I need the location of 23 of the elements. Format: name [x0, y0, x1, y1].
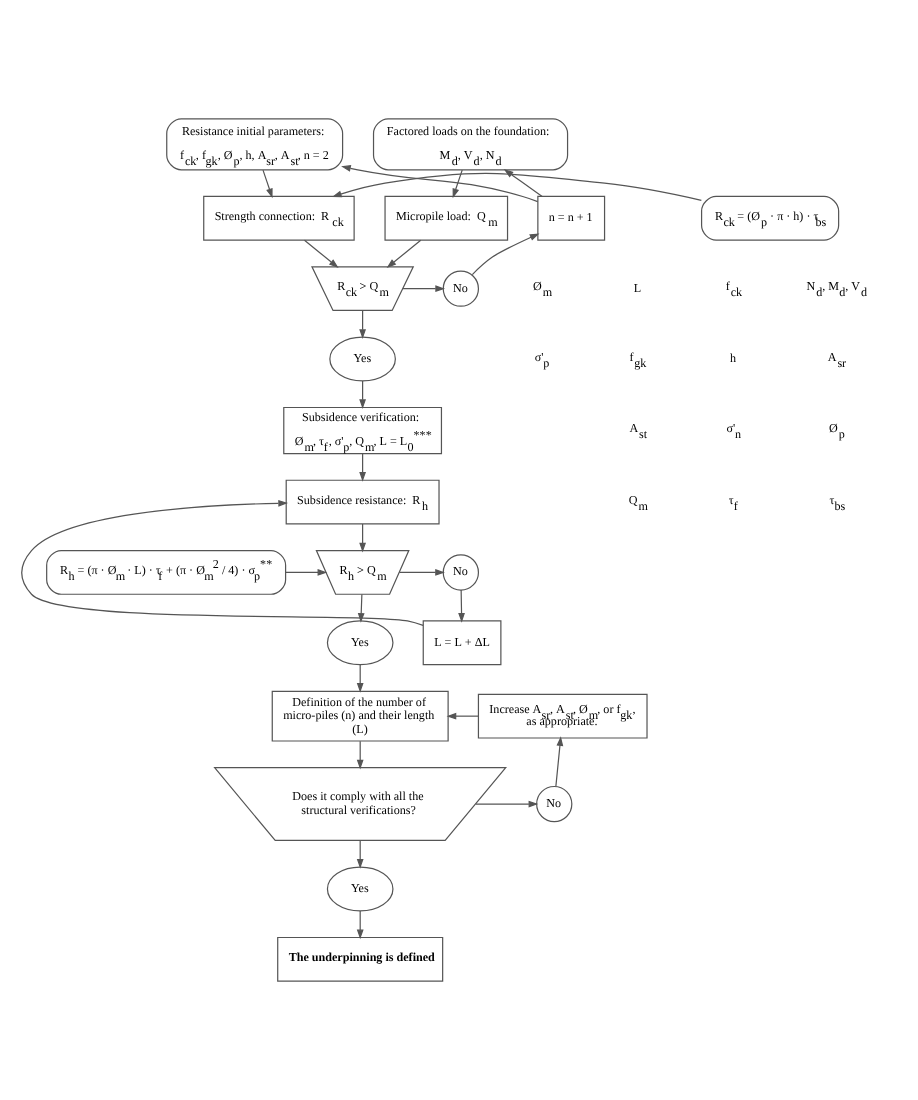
arrow: [555, 736, 564, 787]
arrow: [452, 169, 463, 199]
arrow: [359, 310, 366, 339]
arrow: [446, 712, 479, 720]
arrow: [285, 569, 328, 576]
arrow: [341, 165, 539, 203]
arrow: [356, 740, 364, 770]
arrow: [359, 453, 366, 482]
arrow: [398, 569, 445, 576]
arrow: [458, 589, 465, 623]
arrow: [356, 910, 364, 940]
arrow: [359, 523, 366, 553]
arrow: [356, 840, 364, 869]
arrow: [262, 169, 273, 199]
arrow: [475, 800, 539, 808]
arrow: [503, 169, 543, 198]
arrow: [402, 285, 446, 293]
arrow: [356, 664, 364, 693]
arrow: [471, 233, 540, 276]
arrow: [303, 239, 339, 268]
arrow: [386, 239, 422, 268]
arrow: [331, 172, 702, 201]
arrow: [359, 380, 366, 409]
